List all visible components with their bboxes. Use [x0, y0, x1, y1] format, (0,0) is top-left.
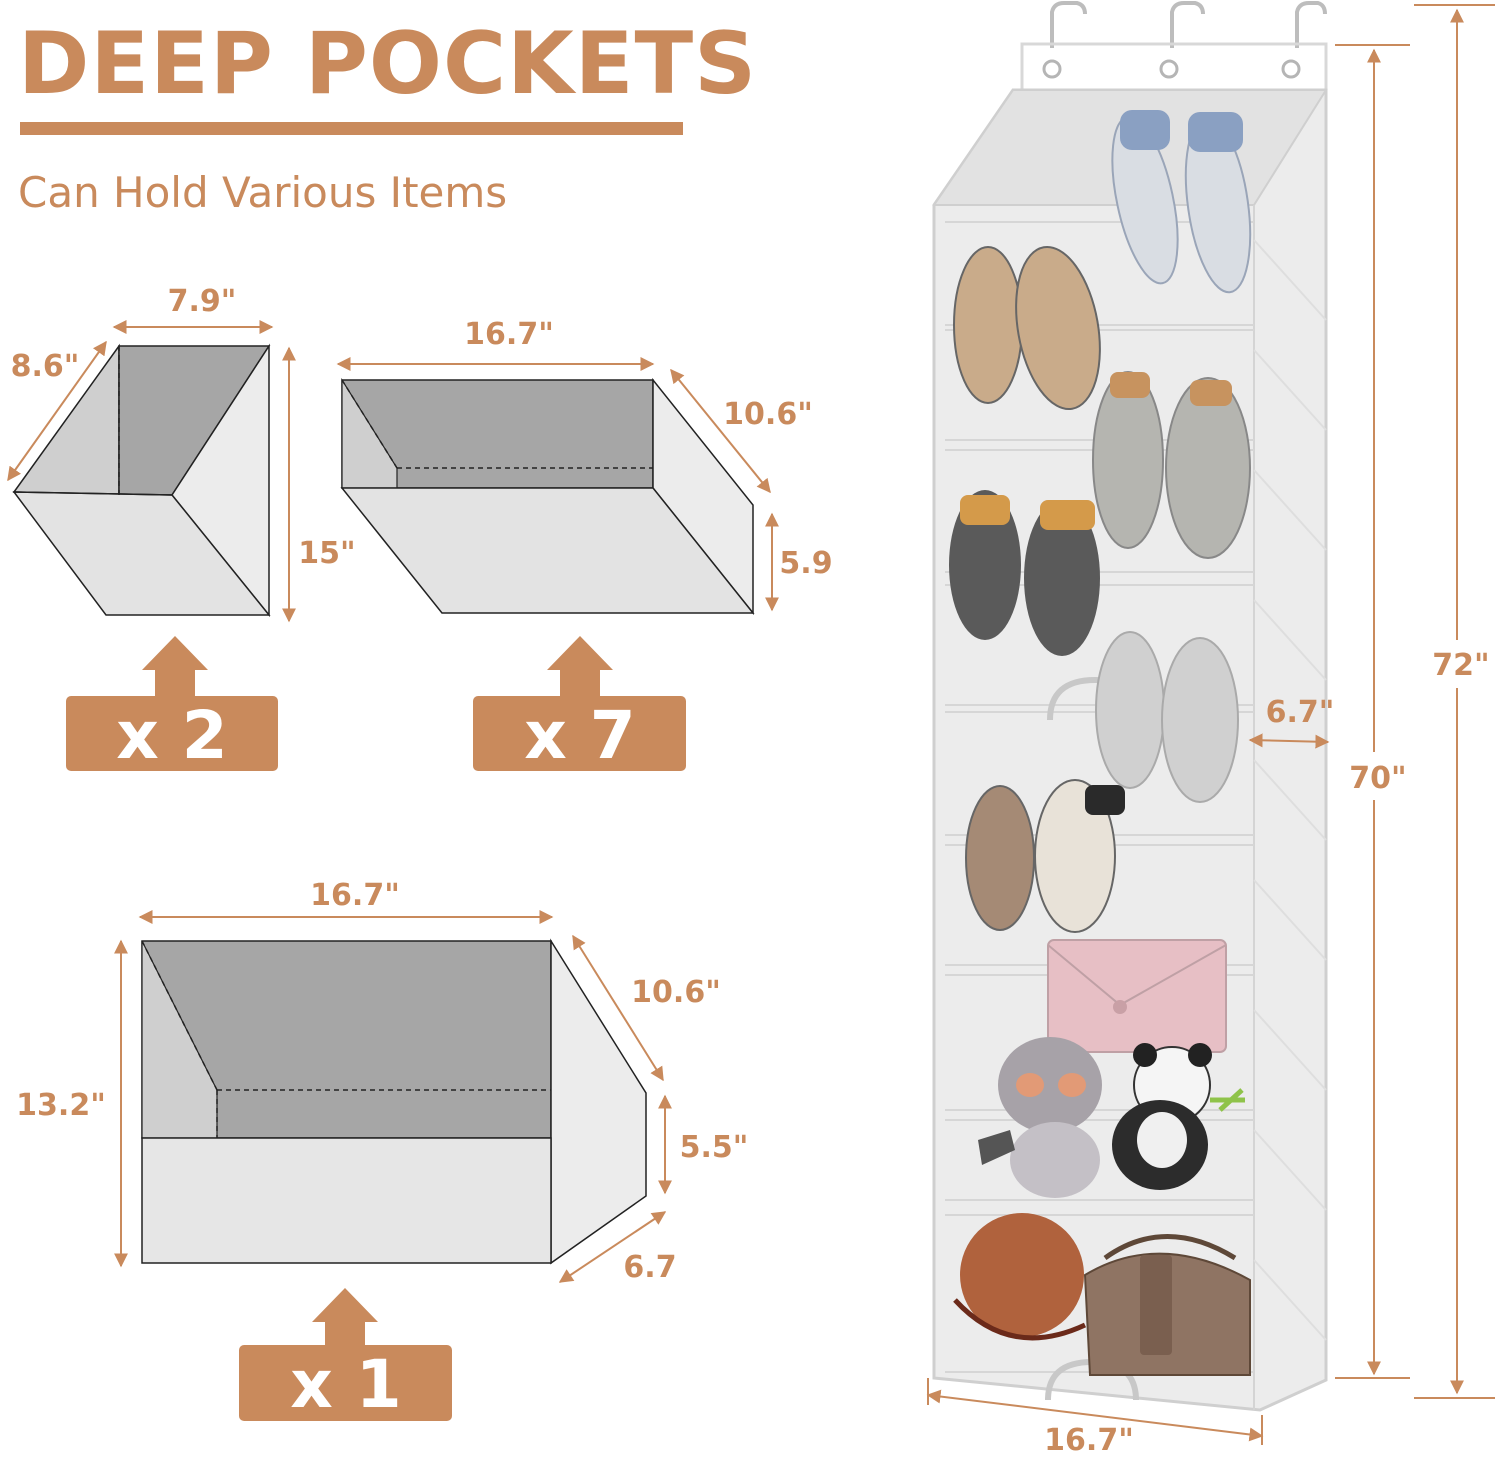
- handbag-icon: [1083, 1234, 1251, 1376]
- sneakers-icon: [1092, 371, 1251, 559]
- small-pocket-height-label: 15": [298, 536, 355, 571]
- medium-pocket-quantity-label: x 7: [524, 697, 635, 774]
- sneakers-icon: [965, 779, 1125, 933]
- small-pocket-quantity-label: x 2: [116, 697, 227, 774]
- door-hook-icon: [1050, 0, 1327, 48]
- sneakers-icon: [1095, 631, 1239, 803]
- sneakers-icon: [1111, 110, 1252, 294]
- sneakers-icon: [953, 245, 1101, 411]
- medium-pocket-diagram: 16.7" 10.6" 5.9 x 7: [336, 317, 833, 774]
- medium-pocket-quantity-badge: [473, 696, 686, 771]
- large-pocket-depth-label: 10.6": [631, 975, 721, 1010]
- large-pocket-width-label: 16.7": [310, 878, 400, 913]
- page-subtitle: Can Hold Various Items: [18, 168, 508, 217]
- panda-plush-icon: [1112, 1043, 1245, 1190]
- organizer-width-label: 16.7": [1044, 1423, 1134, 1458]
- small-pocket-diagram: 7.9" 8.6" 15" x 2: [7, 284, 356, 774]
- side-gusset-lines: [1253, 239, 1327, 1341]
- organizer-depth-label: 6.7": [1266, 695, 1335, 730]
- title-underline: [20, 122, 683, 135]
- clutch-bag-icon: [1047, 939, 1227, 1053]
- small-pocket-quantity-badge: [66, 696, 278, 771]
- round-bag-icon: [953, 1213, 1087, 1341]
- large-pocket-front-height-label: 5.5": [680, 1130, 749, 1165]
- boots-icon: [949, 490, 1100, 656]
- small-pocket-width-label: 7.9": [168, 284, 237, 319]
- raccoon-plush-icon: [978, 1037, 1102, 1198]
- medium-pocket-height-label: 5.9: [779, 546, 832, 581]
- medium-pocket-depth-label: 10.6": [723, 397, 813, 432]
- large-pocket-base-depth-label: 6.7: [623, 1250, 676, 1285]
- large-pocket-quantity-label: x 1: [290, 1346, 401, 1423]
- large-pocket-diagram: 16.7" 10.6" 13.2" 5.5" 6.7 x 1: [16, 878, 748, 1423]
- hanging-organizer: 72" 70" 6.7" 16.7": [926, 0, 1495, 1458]
- page-title: DEEP POCKETS: [18, 14, 758, 114]
- small-pocket-depth-label: 8.6": [11, 349, 80, 384]
- large-pocket-quantity-badge: [239, 1345, 452, 1421]
- large-pocket-back-height-label: 13.2": [16, 1088, 106, 1123]
- medium-pocket-width-label: 16.7": [464, 317, 554, 352]
- organizer-body-height-label: 70": [1349, 761, 1406, 796]
- organizer-total-height-label: 72": [1432, 648, 1489, 683]
